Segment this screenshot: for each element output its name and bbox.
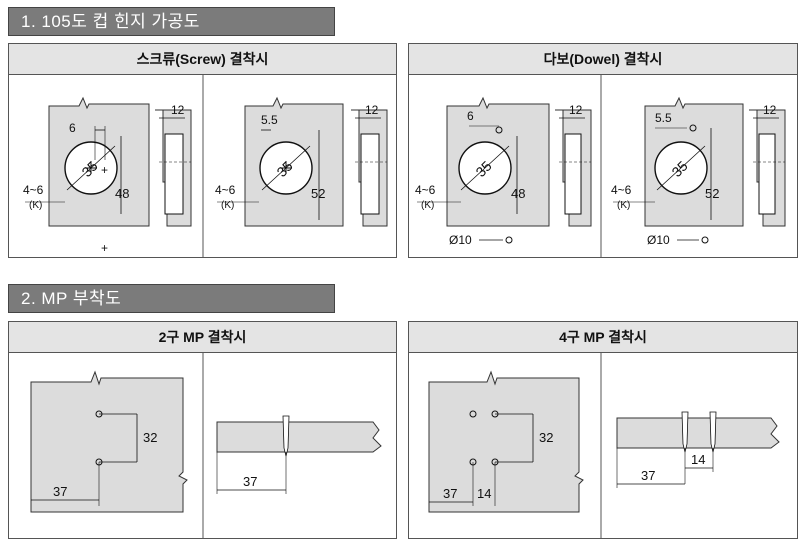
mp4-spacing: 32 — [539, 430, 553, 445]
mp4-pitch: 14 — [477, 486, 491, 501]
screw-drawing-52: 35 5.5 52 4~6 (K) 12 — [215, 96, 388, 227]
dowel-drawings: 35 6 48 Ø10 4~6 (K) 12 35 5.5 — [415, 74, 786, 257]
dowel-b-hole: Ø10 — [647, 233, 670, 247]
screw-a-plus-1: + — [101, 163, 108, 177]
dowel-b-edge: 4~6 — [611, 183, 632, 197]
dowel-panel: 다보(Dowel) 결착시 35 6 48 Ø10 4~6 (K) 12 — [408, 43, 798, 258]
mp2-drawings: 32 37 37 — [30, 352, 382, 538]
mp4-edge: 37 — [443, 486, 457, 501]
mp2-edge: 37 — [53, 484, 67, 499]
screw-panel-title: 스크류(Screw) 결착시 — [9, 44, 396, 75]
mp2-panel: 2구 MP 결착시 32 37 37 — [8, 321, 397, 539]
dowel-b-depth: 12 — [763, 103, 777, 117]
screw-b-offset: 5.5 — [261, 113, 278, 127]
screw-a-plus-2: + — [101, 241, 108, 255]
screw-a-depth: 12 — [171, 103, 185, 117]
dowel-a-hole: Ø10 — [449, 233, 472, 247]
section-title-mp: 2. MP 부착도 — [8, 284, 335, 313]
screw-drawings: 35 + + 6 48 4~6 (K) 12 35 — [23, 74, 388, 257]
dowel-b-height: 52 — [705, 186, 719, 201]
dowel-panel-title: 다보(Dowel) 결착시 — [409, 44, 797, 75]
mp2-side-edge: 37 — [243, 474, 257, 489]
screw-panel: 스크류(Screw) 결착시 35 + + 6 48 4~6 (K) 12 — [8, 43, 397, 258]
screw-a-edge: 4~6 — [23, 183, 44, 197]
screw-a-height: 48 — [115, 186, 129, 201]
dowel-a-offset: 6 — [467, 109, 474, 123]
screw-a-offset: 6 — [69, 121, 76, 135]
screw-b-height: 52 — [311, 186, 325, 201]
dowel-b-edge-note: (K) — [617, 200, 630, 211]
mp4-panel-title: 4구 MP 결착시 — [409, 322, 797, 353]
dowel-drawing-52: 35 5.5 52 Ø10 4~6 (K) 12 — [611, 96, 786, 247]
mp4-drawings: 32 37 14 14 37 — [428, 352, 780, 538]
section-title-cup-hinge: 1. 105도 컵 힌지 가공도 — [8, 7, 335, 36]
mp2-spacing: 32 — [143, 430, 157, 445]
screw-drawing-48: 35 + + 6 48 4~6 (K) 12 — [23, 96, 192, 255]
dowel-a-depth: 12 — [569, 103, 583, 117]
screw-a-edge-note: (K) — [29, 200, 42, 211]
screw-b-edge-note: (K) — [221, 200, 234, 211]
dowel-a-edge-note: (K) — [421, 200, 434, 211]
mp4-panel: 4구 MP 결착시 32 37 14 14 37 — [408, 321, 798, 539]
mp4-side-pitch: 14 — [691, 452, 705, 467]
dowel-a-edge: 4~6 — [415, 183, 436, 197]
mp2-panel-title: 2구 MP 결착시 — [9, 322, 396, 353]
dowel-drawing-48: 35 6 48 Ø10 4~6 (K) 12 — [415, 96, 592, 247]
dowel-a-height: 48 — [511, 186, 525, 201]
mp4-side-edge: 37 — [641, 468, 655, 483]
screw-b-edge: 4~6 — [215, 183, 236, 197]
dowel-b-offset: 5.5 — [655, 111, 672, 125]
screw-b-depth: 12 — [365, 103, 379, 117]
